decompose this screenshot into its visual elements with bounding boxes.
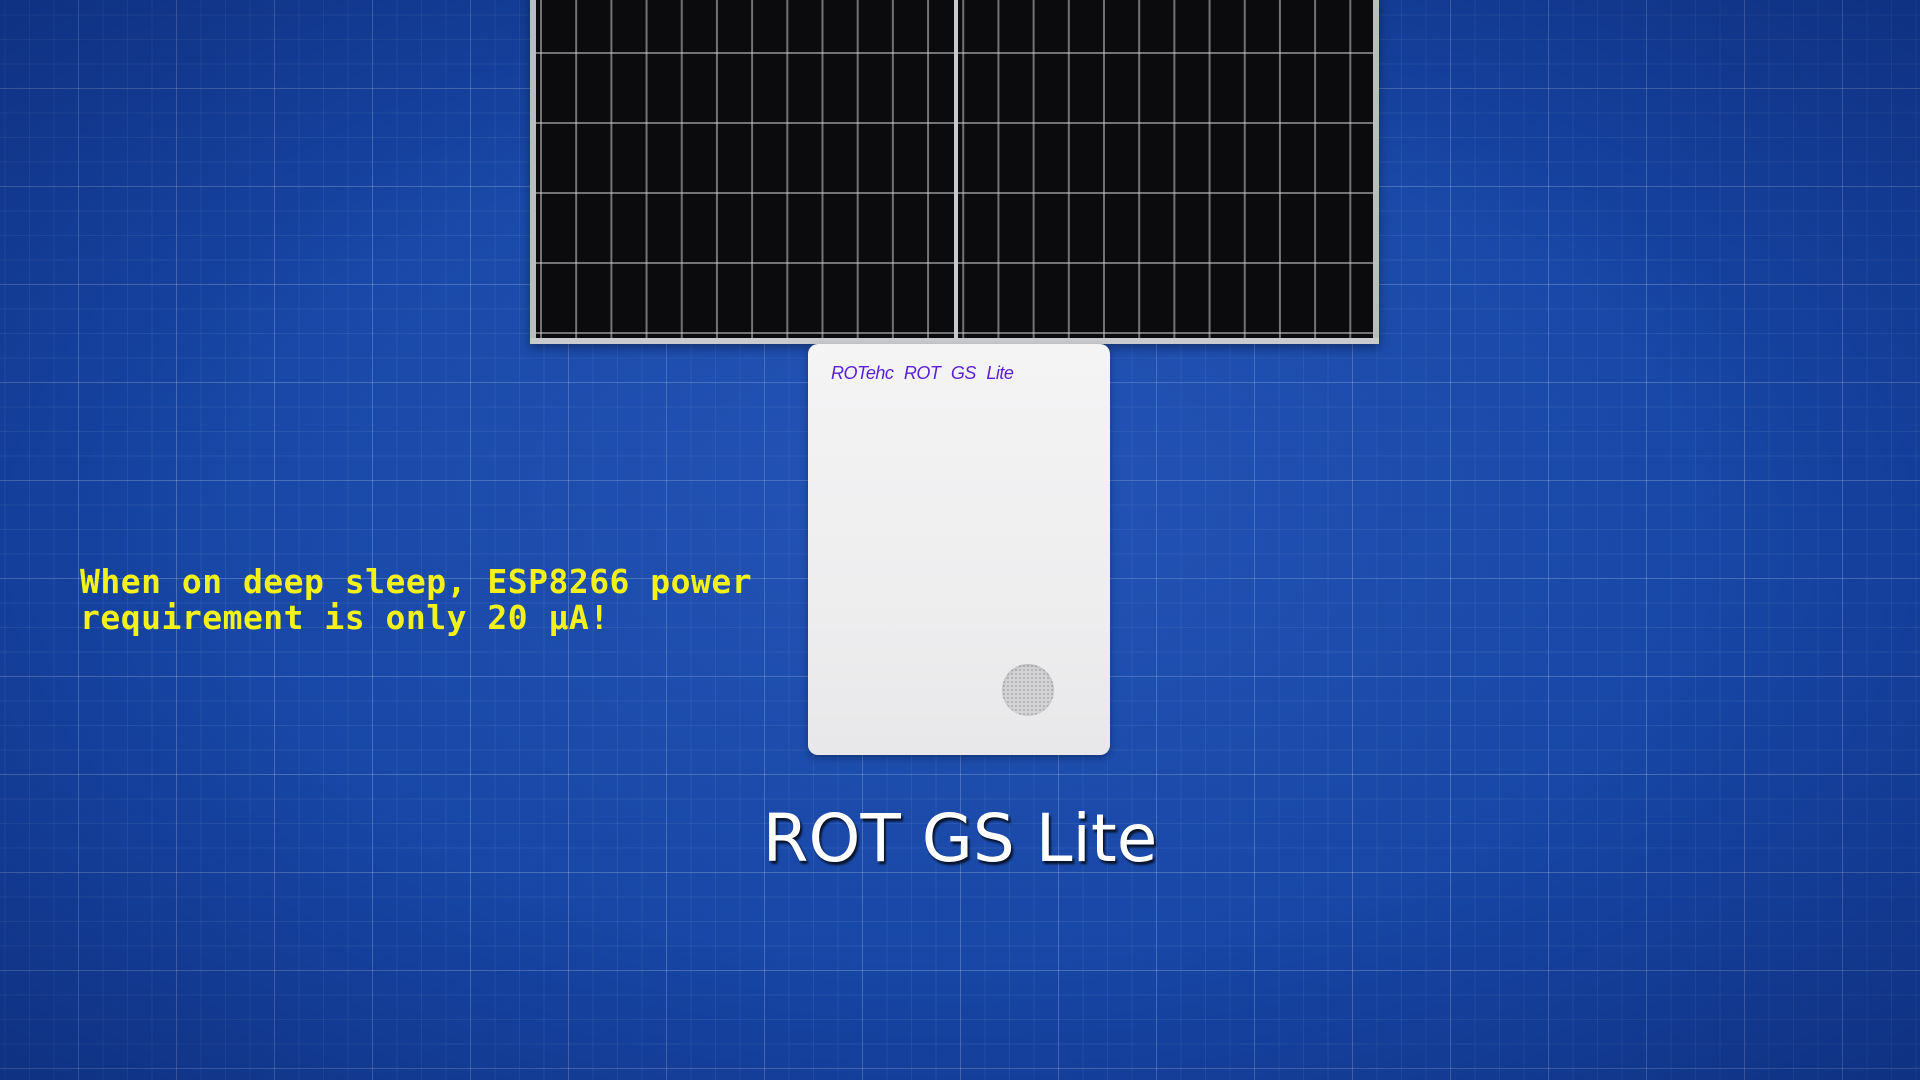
solar-cells [536, 0, 1373, 338]
rot-gs-lite-device: ROTehc ROT GS Lite [808, 344, 1110, 755]
device-brand-label: ROTehc ROT GS Lite [831, 363, 1014, 383]
panel-center-divider [954, 0, 958, 338]
device-sensor-icon [1002, 664, 1054, 716]
panel-frame [530, 338, 1379, 344]
deep-sleep-note: When on deep sleep, ESP8266 power requir… [80, 562, 753, 637]
product-caption: ROT GS Lite [762, 800, 1158, 877]
solar-panel-image [530, 0, 1379, 344]
